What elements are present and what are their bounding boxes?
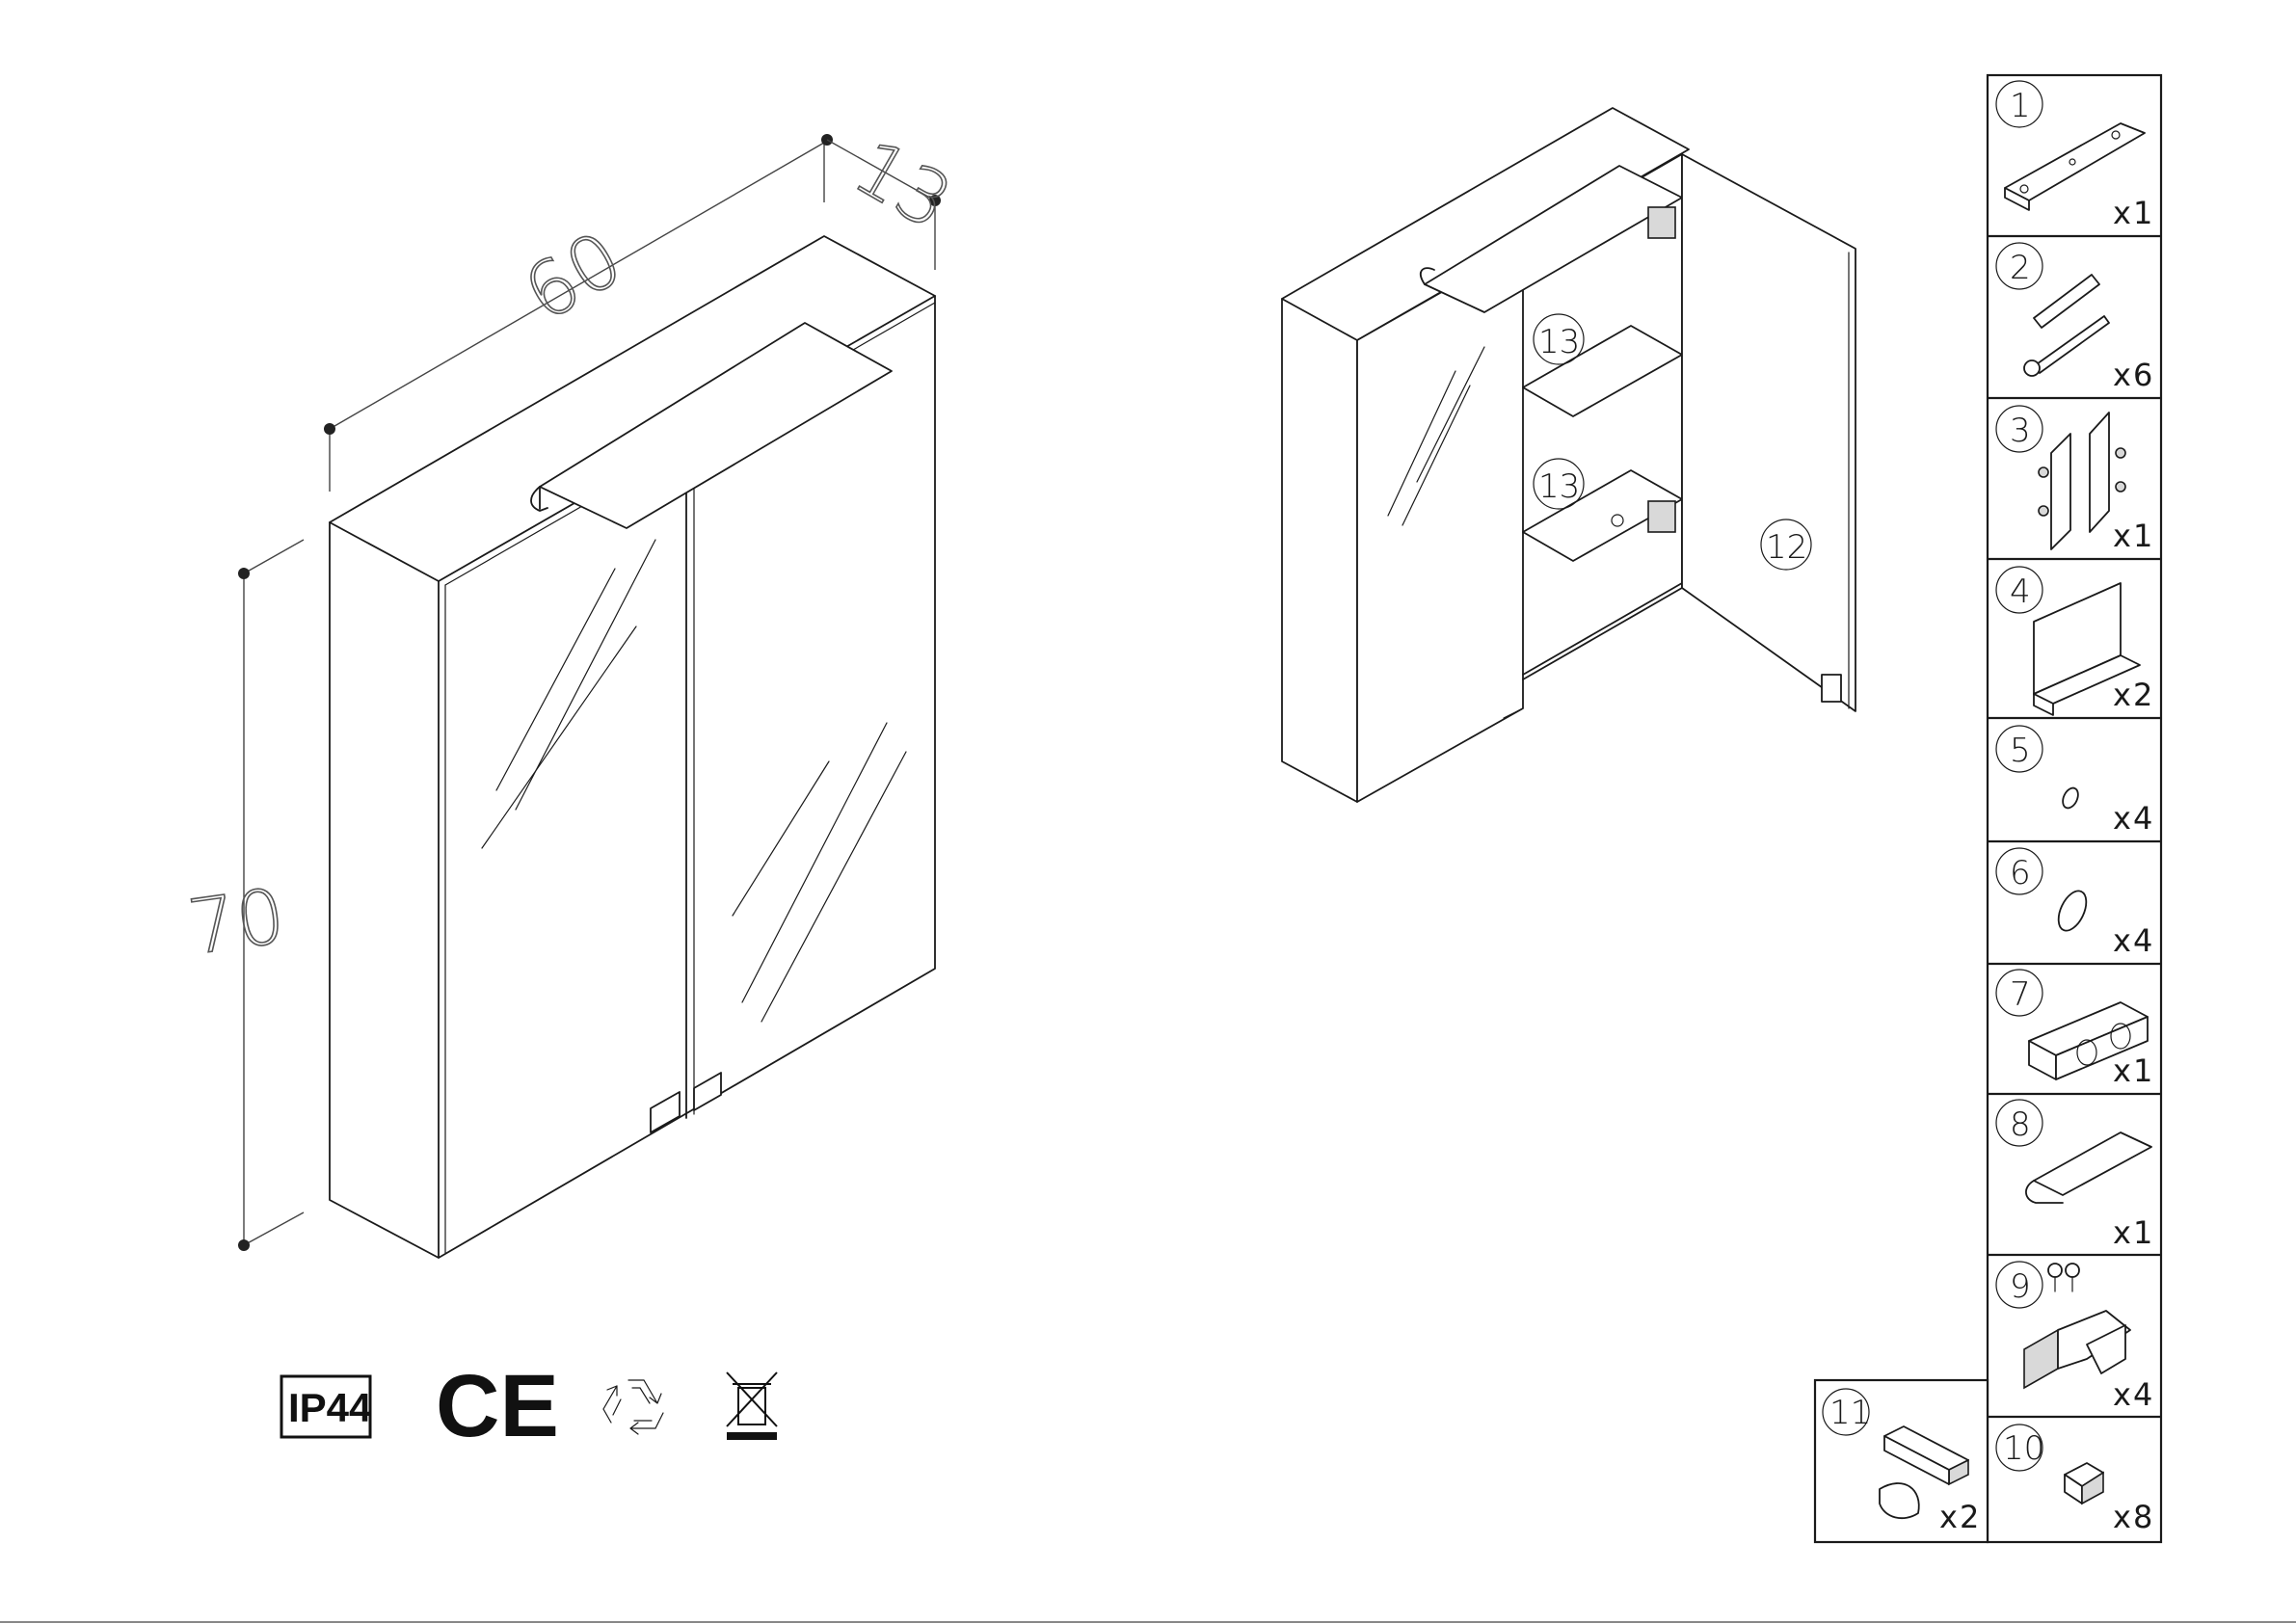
ce-mark: CE [436,1357,559,1455]
svg-text:6: 6 [2010,854,2031,892]
svg-text:3: 3 [2010,412,2031,450]
svg-text:4: 4 [2010,572,2031,611]
weee-bin-icon [727,1372,777,1440]
svg-text:8: 8 [2010,1105,2031,1144]
svg-text:1: 1 [2010,87,2031,125]
part-10-qty: x8 [2113,1499,2154,1535]
svg-text:11: 11 [1829,1394,1871,1432]
width-dimension: 60 [511,216,637,339]
svg-text:7: 7 [2010,975,2031,1014]
recycle-icon [603,1380,663,1434]
closed-cabinet-drawing: 60 13 70 [183,124,965,1258]
open-cabinet-drawing: 13 13 12 [1282,108,1855,802]
part-7-qty: x1 [2113,1052,2154,1089]
parts-list: 1 x1 2 x6 3 x1 [1815,75,2161,1542]
part-6-qty: x4 [2113,922,2154,959]
part-1-qty: x1 [2113,195,2154,231]
ip-rating: IP44 [288,1385,372,1430]
height-dimension: 70 [183,873,290,972]
door-label: 12 [1766,528,1807,567]
svg-text:2: 2 [2010,249,2031,287]
certification-row: IP44 CE [281,1357,777,1455]
svg-text:5: 5 [2010,732,2031,770]
part-3-qty: x1 [2113,518,2154,554]
part-11-qty: x2 [1939,1499,1981,1535]
shelf-label-upper: 13 [1538,323,1580,361]
shelf-label-lower: 13 [1538,467,1580,506]
depth-dimension: 13 [840,124,966,248]
part-8-qty: x1 [2113,1214,2154,1251]
part-4-qty: x2 [2113,677,2154,713]
part-5-qty: x4 [2113,800,2154,837]
svg-text:10: 10 [2003,1429,2044,1468]
svg-text:9: 9 [2010,1267,2031,1306]
part-2-qty: x6 [2113,357,2154,393]
part-9-qty: x4 [2113,1376,2154,1413]
